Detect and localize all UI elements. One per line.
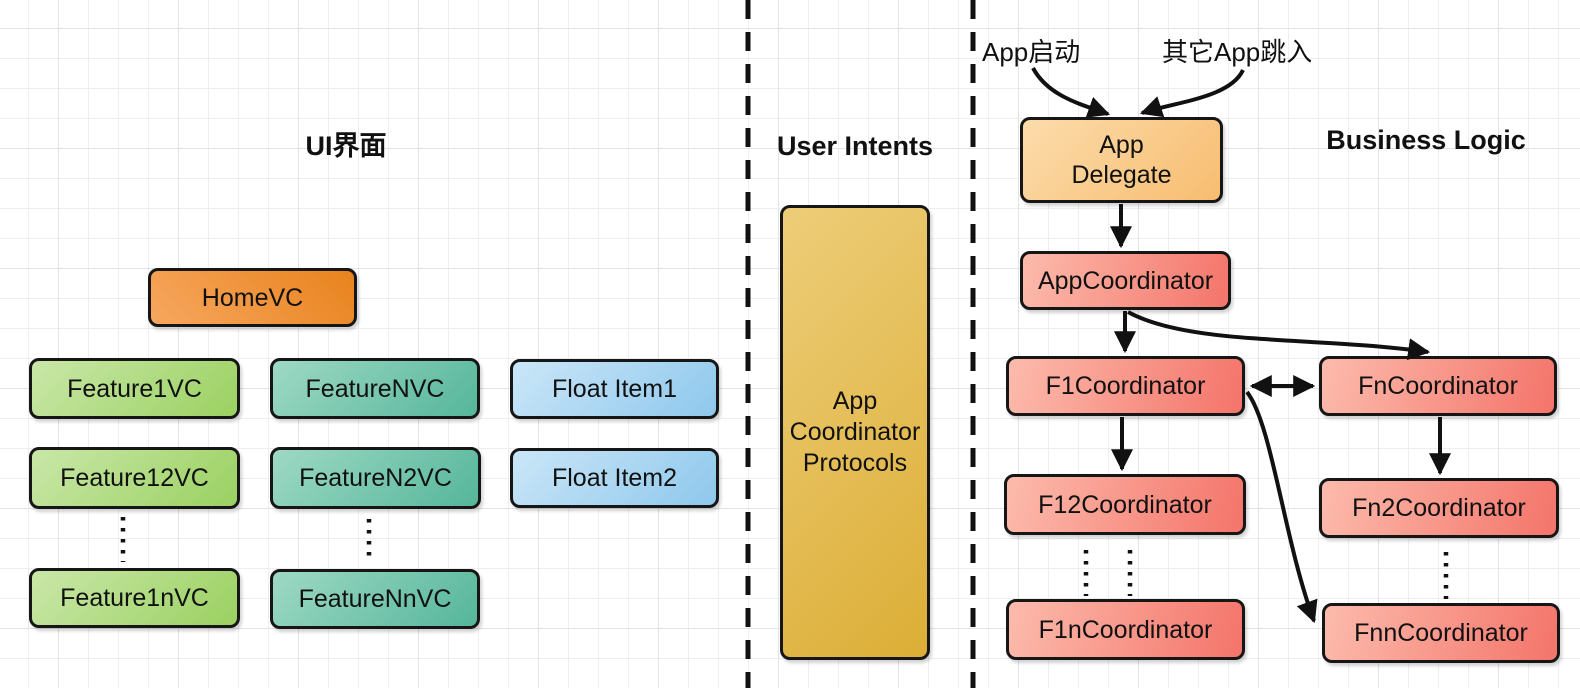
section-title-business-logic: Business Logic: [1326, 125, 1526, 155]
node-f1-coordinator: F1Coordinator: [1006, 356, 1245, 416]
node-feature1n-vc: Feature1nVC: [29, 568, 240, 628]
node-feature1-vc: Feature1VC: [29, 358, 240, 419]
node-fnn-coordinator: FnnCoordinator: [1322, 603, 1560, 663]
arrow-app-launch-to-delegate: [1031, 67, 1111, 118]
node-fn2-coordinator: Fn2Coordinator: [1319, 478, 1559, 538]
node-app-delegate: App Delegate: [1020, 117, 1223, 203]
node-float-item1: Float Item1: [510, 359, 719, 419]
node-home-vc: HomeVC: [148, 268, 357, 327]
arrow-f1-to-fnn: [1245, 390, 1318, 624]
node-f12-coordinator: F12Coordinator: [1004, 474, 1246, 535]
node-feature-n-vc: FeatureNVC: [270, 358, 480, 419]
annotation-app-launch: App启动: [982, 37, 1081, 67]
node-fn-coordinator: FnCoordinator: [1319, 356, 1557, 416]
node-feature-n2-vc: FeatureN2VC: [270, 447, 481, 509]
arrow-appcoordinator-to-fn: [1127, 310, 1431, 361]
node-app-coordinator: AppCoordinator: [1020, 251, 1231, 310]
node-float-item2: Float Item2: [510, 448, 719, 508]
node-feature12-vc: Feature12VC: [29, 447, 240, 509]
section-title-user-intents: User Intents: [776, 131, 934, 161]
annotation-other-app-entry: 其它App跳入: [1162, 37, 1313, 67]
node-app-coordinator-protocols: App Coordinator Protocols: [780, 205, 930, 660]
arrow-other-app-to-delegate: [1139, 69, 1245, 118]
section-title-ui: UI界面: [305, 131, 387, 161]
node-f1n-coordinator: F1nCoordinator: [1006, 599, 1245, 660]
node-feature-nn-vc: FeatureNnVC: [270, 569, 480, 629]
